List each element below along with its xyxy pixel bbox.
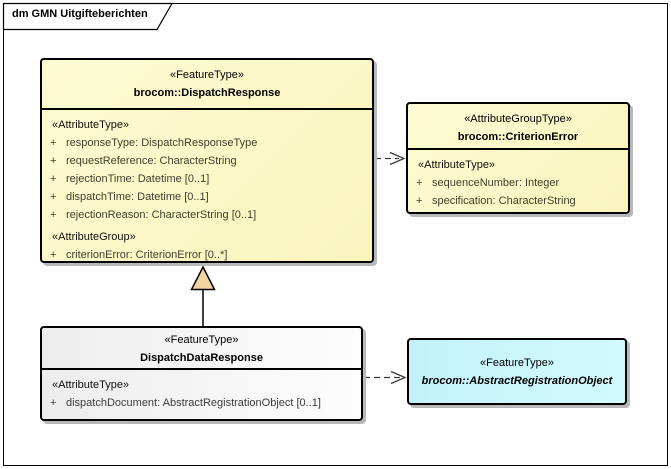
visibility-plus: + <box>50 137 57 149</box>
dependency-arrow-criterion-error <box>375 151 406 166</box>
attributes-compartment: «AttributeType» + responseType: Dispatch… <box>42 110 372 264</box>
stereotype-label: «FeatureType» <box>164 334 239 346</box>
attributes-compartment: «AttributeType» + sequenceNumber: Intege… <box>408 150 628 210</box>
stereotype-label: «FeatureType» <box>480 357 554 369</box>
frame-tab <box>2 2 174 31</box>
visibility-plus: + <box>50 155 57 167</box>
class-header: «AttributeGroupType» brocom::CriterionEr… <box>408 104 628 150</box>
stereotype-label: «AttributeGroupType» <box>464 113 572 125</box>
attribute-type-label: «AttributeType» <box>52 119 130 131</box>
attribute-type-label: «AttributeType» <box>418 159 496 171</box>
class-abstract-registration-object[interactable]: «FeatureType» brocom::AbstractRegistrati… <box>407 338 627 405</box>
visibility-plus: + <box>50 249 57 261</box>
attribute-text: sequenceNumber: Integer <box>432 177 560 189</box>
dependency-arrow-abstract-registration-object <box>364 370 407 385</box>
attribute-row: + rejectionTime: Datetime [0..1] <box>42 170 372 188</box>
visibility-plus: + <box>50 209 57 221</box>
class-name: brocom::AbstractRegistrationObject <box>421 375 613 387</box>
class-name: brocom::DispatchResponse <box>133 87 281 99</box>
visibility-plus: + <box>50 191 57 203</box>
attribute-text: specification: CharacterString <box>432 195 576 207</box>
attribute-group-label: «AttributeGroup» <box>52 231 136 243</box>
visibility-plus: + <box>50 397 57 409</box>
class-dispatch-response[interactable]: «FeatureType» brocom::DispatchResponse «… <box>40 58 374 263</box>
stereotype-label: «FeatureType» <box>170 69 244 81</box>
attribute-text: dispatchTime: Datetime [0..1] <box>66 191 209 203</box>
attribute-row: + responseType: DispatchResponseType <box>42 134 372 152</box>
attribute-text: rejectionTime: Datetime [0..1] <box>66 173 210 185</box>
attribute-text: responseType: DispatchResponseType <box>66 137 258 149</box>
attributes-compartment: «AttributeType» + dispatchDocument: Abst… <box>42 370 361 412</box>
visibility-plus: + <box>416 195 423 207</box>
visibility-plus: + <box>50 173 57 185</box>
attribute-text: criterionError: CriterionError [0..*] <box>66 249 228 261</box>
class-name: DispatchDataResponse <box>140 352 263 364</box>
diagram-title: dm GMN Uitgifteberichten <box>12 8 148 20</box>
attribute-row: + rejectionReason: CharacterString [0..1… <box>42 206 372 224</box>
class-criterion-error[interactable]: «AttributeGroupType» brocom::CriterionEr… <box>406 102 630 214</box>
attribute-row: + sequenceNumber: Integer <box>408 174 628 192</box>
attribute-text: requestReference: CharacterString <box>66 155 237 167</box>
visibility-plus: + <box>416 177 423 189</box>
class-header: «FeatureType» brocom::DispatchResponse <box>42 60 372 110</box>
diagram-frame <box>3 3 668 466</box>
attribute-text: dispatchDocument: AbstractRegistrationOb… <box>66 397 321 409</box>
attribute-row: + dispatchTime: Datetime [0..1] <box>42 188 372 206</box>
attribute-row: + criterionError: CriterionError [0..*] <box>42 246 372 264</box>
class-header: «FeatureType» DispatchDataResponse <box>42 328 361 370</box>
attribute-type-label: «AttributeType» <box>52 379 130 391</box>
class-name: brocom::CriterionError <box>457 131 579 143</box>
attribute-text: rejectionReason: CharacterString [0..1] <box>66 209 257 221</box>
attribute-row: + specification: CharacterString <box>408 192 628 210</box>
generalization-arrow <box>190 265 216 326</box>
attribute-row: + requestReference: CharacterString <box>42 152 372 170</box>
class-dispatch-data-response[interactable]: «FeatureType» DispatchDataResponse «Attr… <box>40 326 363 421</box>
attribute-row: + dispatchDocument: AbstractRegistration… <box>42 394 361 412</box>
